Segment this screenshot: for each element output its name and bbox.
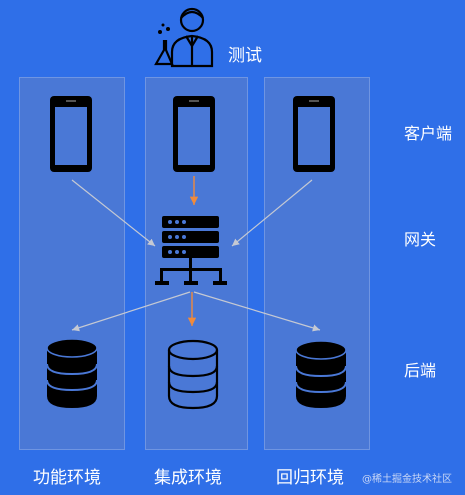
watermark: @稀土掘金技术社区 <box>362 474 452 485</box>
database-icon-functional <box>46 338 98 408</box>
phone-icon-regression <box>293 96 335 172</box>
server-gateway-icon <box>155 216 227 285</box>
tester-label: 测试 <box>228 46 262 66</box>
env-label-integration: 集成环境 <box>154 468 222 488</box>
database-icon-integration <box>167 339 219 410</box>
scientist-icon <box>154 7 214 68</box>
env-label-functional: 功能环境 <box>33 468 101 488</box>
arrow-regression-to-gateway <box>231 179 313 247</box>
arrow-functional-to-gateway <box>71 179 156 247</box>
arrow-gateway-to-regression-db <box>193 291 321 332</box>
phone-icon-integration <box>173 96 215 172</box>
env-label-regression: 回归环境 <box>276 468 344 488</box>
phone-icon-functional <box>50 96 92 172</box>
arrow-gateway-to-functional-db <box>71 291 191 332</box>
layer-label-backend: 后端 <box>404 361 437 380</box>
layer-label-client: 客户端 <box>404 124 453 143</box>
layer-label-gateway: 网关 <box>404 230 437 249</box>
database-icon-regression <box>295 340 347 408</box>
